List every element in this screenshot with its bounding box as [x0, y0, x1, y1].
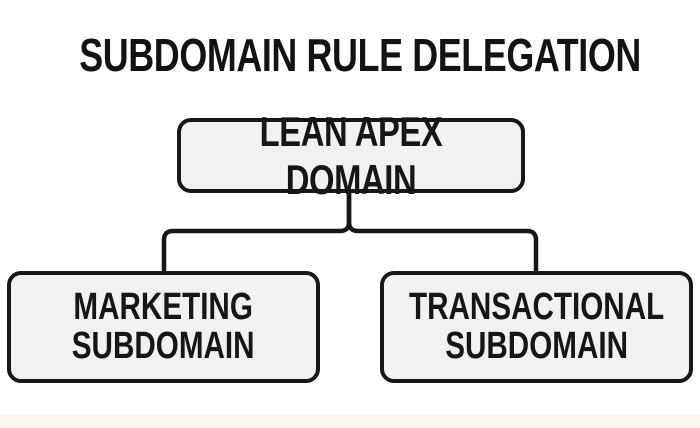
node-transactional-subdomain: TRANSACTIONAL SUBDOMAIN [380, 271, 693, 383]
diagram-title-text: SUBDOMAIN RULE DELEGATION [79, 29, 641, 81]
node-lean-apex-domain-label: LEAN APEX DOMAIN [259, 107, 443, 203]
node-lean-apex-domain: LEAN APEX DOMAIN [177, 108, 525, 203]
bottom-tint-band [0, 415, 700, 428]
node-transactional-subdomain-label: TRANSACTIONAL SUBDOMAIN [408, 286, 665, 367]
node-marketing-subdomain: MARKETING SUBDOMAIN [7, 271, 320, 383]
diagram-title: SUBDOMAIN RULE DELEGATION [0, 28, 700, 82]
node-marketing-subdomain-label: MARKETING SUBDOMAIN [72, 286, 255, 367]
